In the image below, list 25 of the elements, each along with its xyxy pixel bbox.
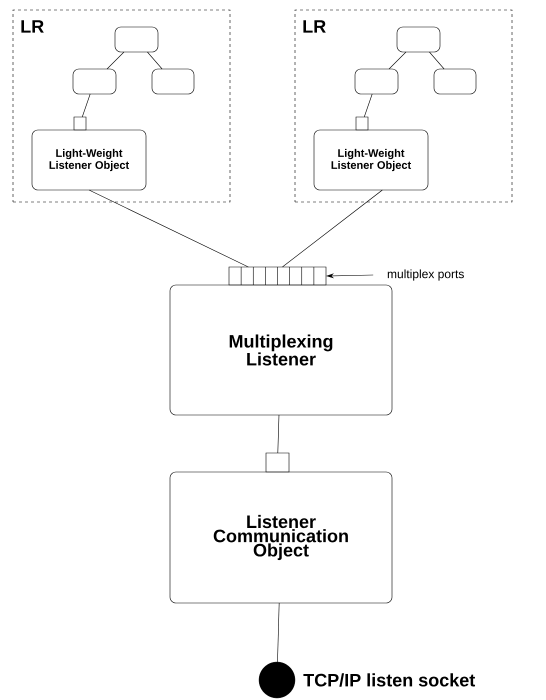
object-box: Listener Communication Object (170, 472, 392, 604)
object-box: Multiplexing Listener (170, 284, 392, 416)
connector-line (82, 94, 90, 118)
connector-line (147, 52, 162, 70)
callout-text: multiplex ports (388, 269, 464, 281)
object-box (114, 26, 158, 52)
object-box: Light-Weight Listener Object (314, 130, 428, 190)
port-square (356, 116, 368, 130)
port-square (74, 116, 86, 130)
object-box: Light-Weight Listener Object (32, 130, 146, 190)
beside-text: TCP/IP listen socket (303, 673, 476, 687)
multiplex-port-bar (228, 266, 326, 286)
object-box (396, 26, 440, 52)
connector-line (277, 602, 280, 662)
connector-line (278, 414, 280, 454)
connector-line (388, 52, 406, 70)
connector-line (429, 52, 444, 70)
connector-line (106, 52, 124, 70)
object-box (152, 68, 194, 94)
socket-circle (258, 662, 296, 698)
object-box (434, 68, 476, 94)
object-box (72, 68, 116, 94)
connector-line (364, 94, 372, 118)
object-box (354, 68, 398, 94)
port-square (266, 452, 290, 472)
